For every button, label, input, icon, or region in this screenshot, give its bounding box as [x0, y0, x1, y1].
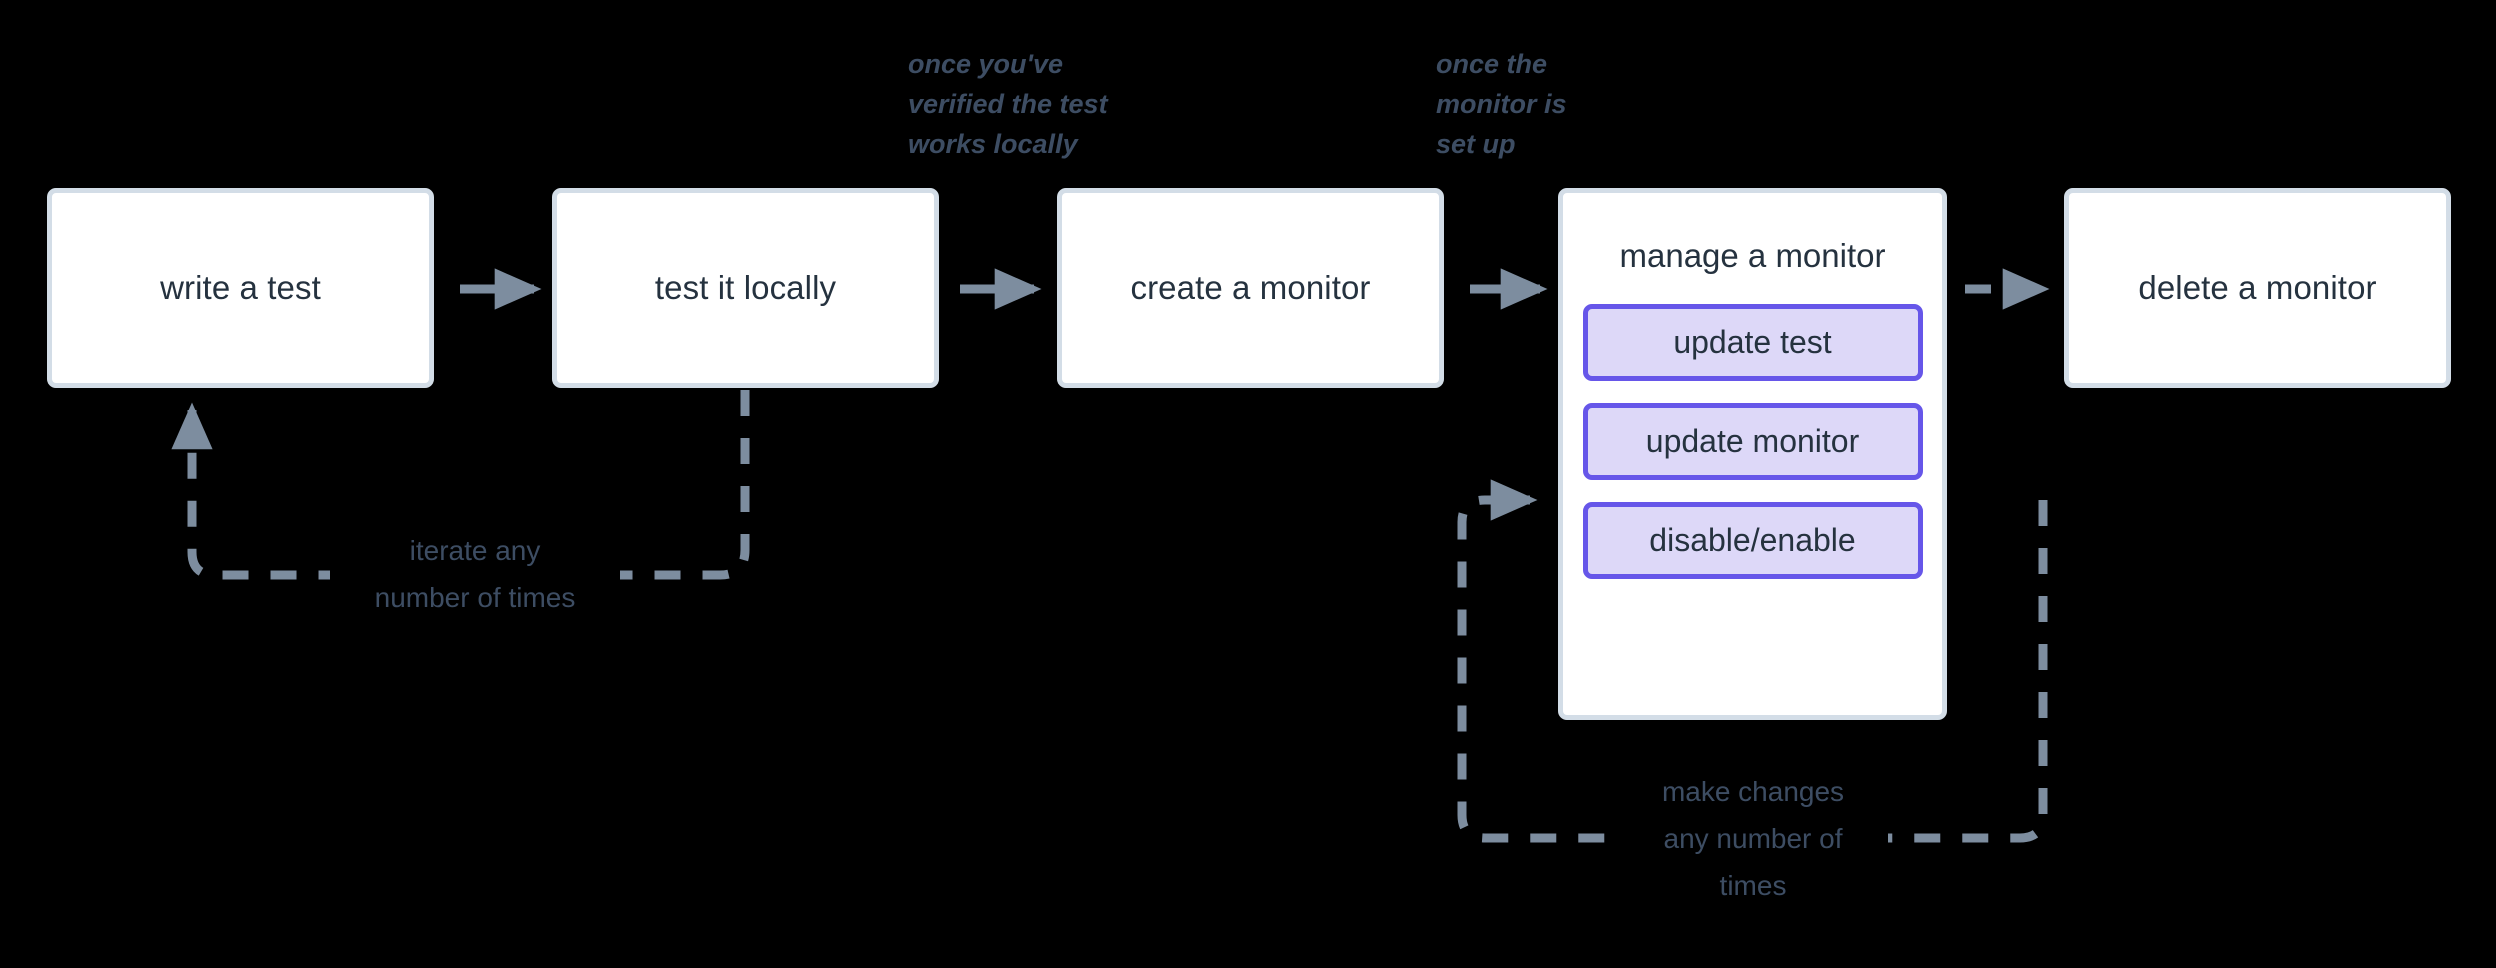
- node-label: create a monitor: [1130, 269, 1371, 306]
- node-label: write a test: [160, 269, 321, 306]
- sub-node-label: update monitor: [1645, 423, 1860, 459]
- edge-label-make-changes-loop: make changes any number of times: [1618, 768, 1888, 909]
- sub-node-update-test[interactable]: update test: [1582, 304, 1923, 381]
- sub-node-update-monitor[interactable]: update monitor: [1582, 403, 1923, 480]
- node-create-a-monitor[interactable]: create a monitor: [1057, 188, 1444, 388]
- edge-label-iterate-loop: iterate any number of times: [330, 527, 620, 621]
- annotation-monitor-set-up: once the monitor is set up: [1436, 49, 1567, 159]
- sub-node-label: disable/enable: [1649, 522, 1856, 558]
- node-label: manage a monitor: [1619, 237, 1886, 274]
- node-write-a-test[interactable]: write a test: [47, 188, 434, 388]
- node-label: test it locally: [654, 269, 837, 306]
- node-label: delete a monitor: [2138, 269, 2377, 306]
- annotation-verified-test: once you've verified the test works loca…: [908, 49, 1108, 159]
- sub-node-disable-enable[interactable]: disable/enable: [1582, 502, 1923, 579]
- sub-node-label: update test: [1673, 324, 1832, 360]
- node-manage-a-monitor[interactable]: manage a monitor update test update moni…: [1558, 188, 1947, 720]
- node-test-it-locally[interactable]: test it locally: [552, 188, 939, 388]
- node-delete-a-monitor[interactable]: delete a monitor: [2064, 188, 2451, 388]
